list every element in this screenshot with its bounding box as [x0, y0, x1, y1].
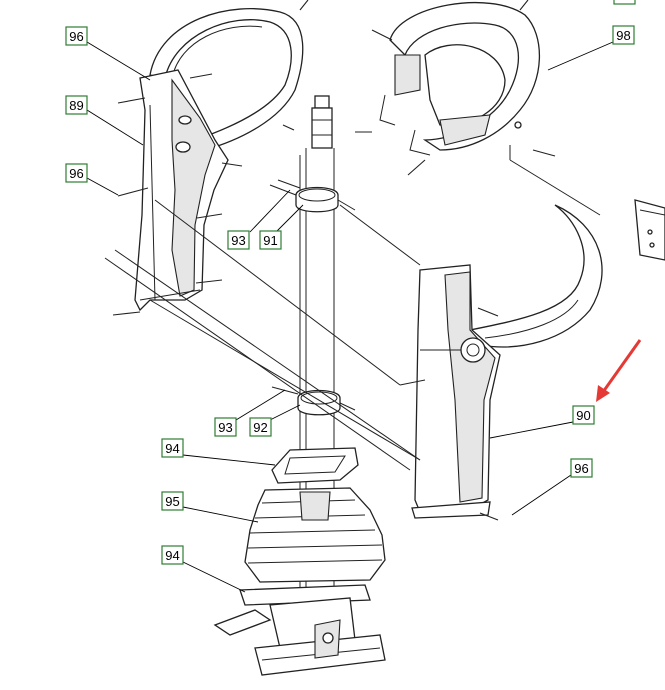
callout-93-upper: 93	[227, 230, 250, 250]
screw-set-left	[112, 0, 309, 316]
svg-text:92: 92	[253, 420, 267, 435]
svg-text:98: 98	[616, 28, 630, 43]
leader-lines	[86, 41, 614, 593]
svg-text:94: 94	[165, 548, 179, 563]
callout-93-lower: 93	[214, 417, 237, 437]
construction-lines	[104, 145, 601, 471]
svg-text:96: 96	[69, 166, 83, 181]
right-housing-part-90	[411, 204, 603, 519]
callout-94-upper: 94	[161, 438, 184, 458]
top-shell-part-98	[379, 1, 541, 156]
svg-text:95: 95	[165, 494, 179, 509]
callout-96-mid-left: 96	[65, 163, 88, 183]
screw-set-right	[477, 307, 499, 521]
svg-text:93: 93	[218, 420, 232, 435]
callout-top-right-edge	[613, 0, 636, 5]
left-housing-part-89	[134, 8, 304, 312]
side-panel-edge	[634, 199, 665, 261]
svg-text:94: 94	[165, 441, 179, 456]
callout-98: 98	[612, 25, 635, 45]
callout-89: 89	[65, 95, 88, 115]
callout-96-bottom-right: 96	[570, 458, 593, 478]
svg-text:90: 90	[576, 408, 590, 423]
red-arrow-icon	[596, 339, 642, 402]
svg-text:91: 91	[263, 233, 277, 248]
callout-91: 91	[259, 230, 282, 250]
upper-plate-part-94	[271, 447, 359, 484]
rubber-boot-part-95	[244, 487, 386, 583]
clamp-part-92	[271, 386, 356, 416]
svg-text:96: 96	[574, 461, 588, 476]
callout-92: 92	[249, 417, 272, 437]
clamp-part-91	[269, 184, 356, 213]
callout-95: 95	[161, 491, 184, 511]
svg-text:93: 93	[231, 233, 245, 248]
central-shaft	[299, 95, 372, 600]
svg-text:96: 96	[69, 29, 83, 44]
screw-set-top-right	[371, 0, 556, 176]
callout-90: 90	[572, 405, 595, 425]
base-mechanism	[213, 597, 386, 676]
callout-94-lower: 94	[161, 545, 184, 565]
callout-96-top-left: 96	[65, 26, 88, 46]
svg-text:89: 89	[69, 98, 83, 113]
